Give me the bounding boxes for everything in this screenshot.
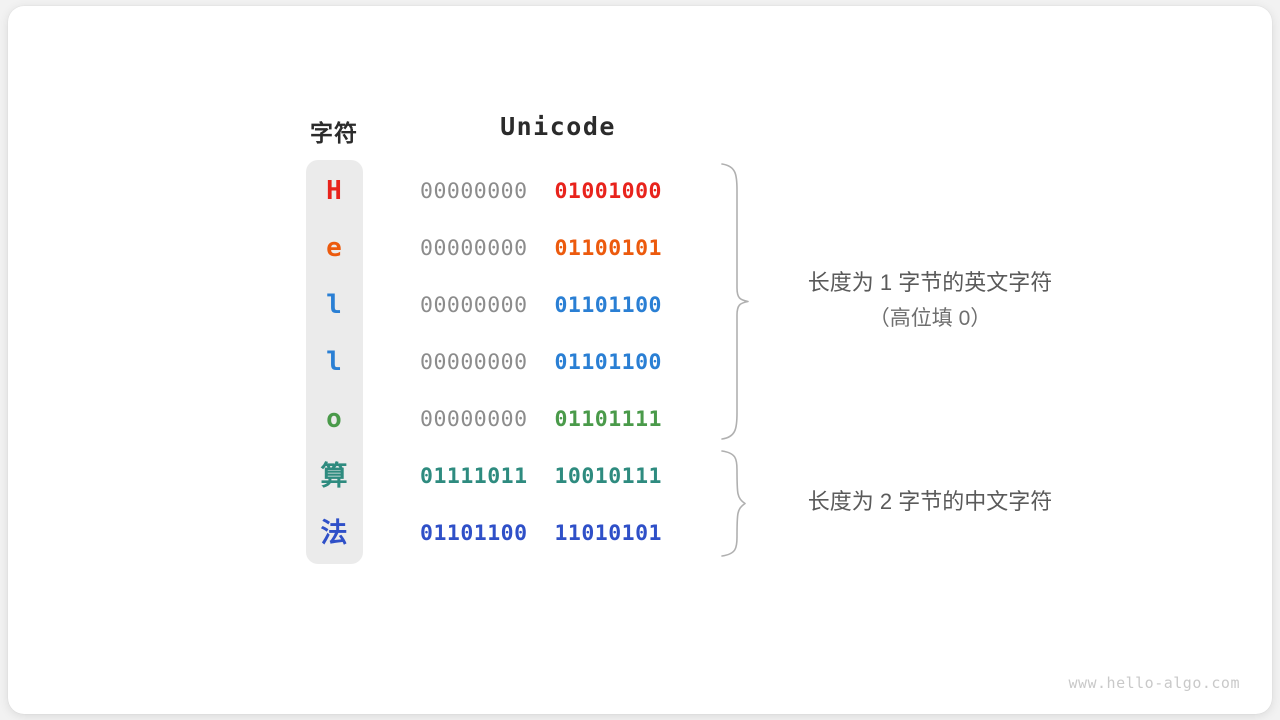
annotation-single-byte-main: 长度为 1 字节的英文字符 (807, 270, 1053, 295)
unicode-bits-cell: 01101100 11010101 (420, 505, 700, 562)
character-cell: H (326, 176, 342, 206)
table-row: 算 01111011 10010111 (0, 448, 1264, 505)
unicode-low-byte: 01001000 (554, 179, 663, 204)
character-column-background (306, 160, 363, 564)
unicode-low-byte: 11010101 (554, 521, 663, 546)
unicode-high-byte: 00000000 (420, 293, 528, 318)
unicode-bits-cell: 00000000 01001000 (420, 163, 700, 220)
byte-separator (528, 350, 555, 375)
unicode-bits-cell: 00000000 01101111 (420, 391, 700, 448)
unicode-high-byte: 01101100 (420, 521, 528, 546)
table-row: H 00000000 01001000 (0, 163, 1264, 220)
unicode-low-byte: 10010111 (554, 464, 663, 489)
byte-separator (528, 407, 555, 432)
unicode-high-byte: 00000000 (420, 407, 528, 432)
unicode-bits-cell: 00000000 01101100 (420, 334, 700, 391)
character-cell: l (326, 347, 342, 377)
unicode-bits-cell: 00000000 01101100 (420, 277, 700, 334)
annotation-double-byte: 长度为 2 字节的中文字符 (760, 484, 1100, 520)
diagram-card (8, 6, 1272, 714)
byte-separator (528, 521, 555, 546)
column-header-unicode: Unicode (500, 112, 616, 141)
table-row: 法 01101100 11010101 (0, 505, 1264, 562)
character-cell: l (326, 290, 342, 320)
column-header-character: 字符 (310, 120, 358, 146)
unicode-bits-cell: 00000000 01100101 (420, 220, 700, 277)
table-row: l 00000000 01101100 (0, 334, 1264, 391)
table-row: e 00000000 01100101 (0, 220, 1264, 277)
table-row: l 00000000 01101100 (0, 277, 1264, 334)
annotation-single-byte: 长度为 1 字节的英文字符 （高位填 0） (760, 265, 1100, 337)
character-cell: 算 (320, 461, 348, 492)
watermark-url: www.hello-algo.com (1068, 674, 1240, 692)
character-cell: 法 (320, 518, 348, 549)
unicode-high-byte: 01111011 (420, 464, 528, 489)
byte-separator (528, 293, 555, 318)
unicode-low-byte: 01101100 (554, 350, 663, 375)
unicode-high-byte: 00000000 (420, 236, 528, 261)
byte-separator (528, 236, 555, 261)
unicode-low-byte: 01101111 (554, 407, 663, 432)
unicode-high-byte: 00000000 (420, 350, 528, 375)
unicode-low-byte: 01100101 (554, 236, 663, 261)
table-row: o 00000000 01101111 (0, 391, 1264, 448)
character-cell: e (326, 233, 342, 263)
unicode-low-byte: 01101100 (554, 293, 663, 318)
byte-separator (528, 464, 555, 489)
byte-separator (528, 179, 555, 204)
unicode-high-byte: 00000000 (420, 179, 528, 204)
character-cell: o (326, 404, 342, 434)
annotation-single-byte-sub: （高位填 0） (868, 307, 992, 330)
annotation-double-byte-main: 长度为 2 字节的中文字符 (807, 489, 1053, 514)
unicode-bits-cell: 01111011 10010111 (420, 448, 700, 505)
